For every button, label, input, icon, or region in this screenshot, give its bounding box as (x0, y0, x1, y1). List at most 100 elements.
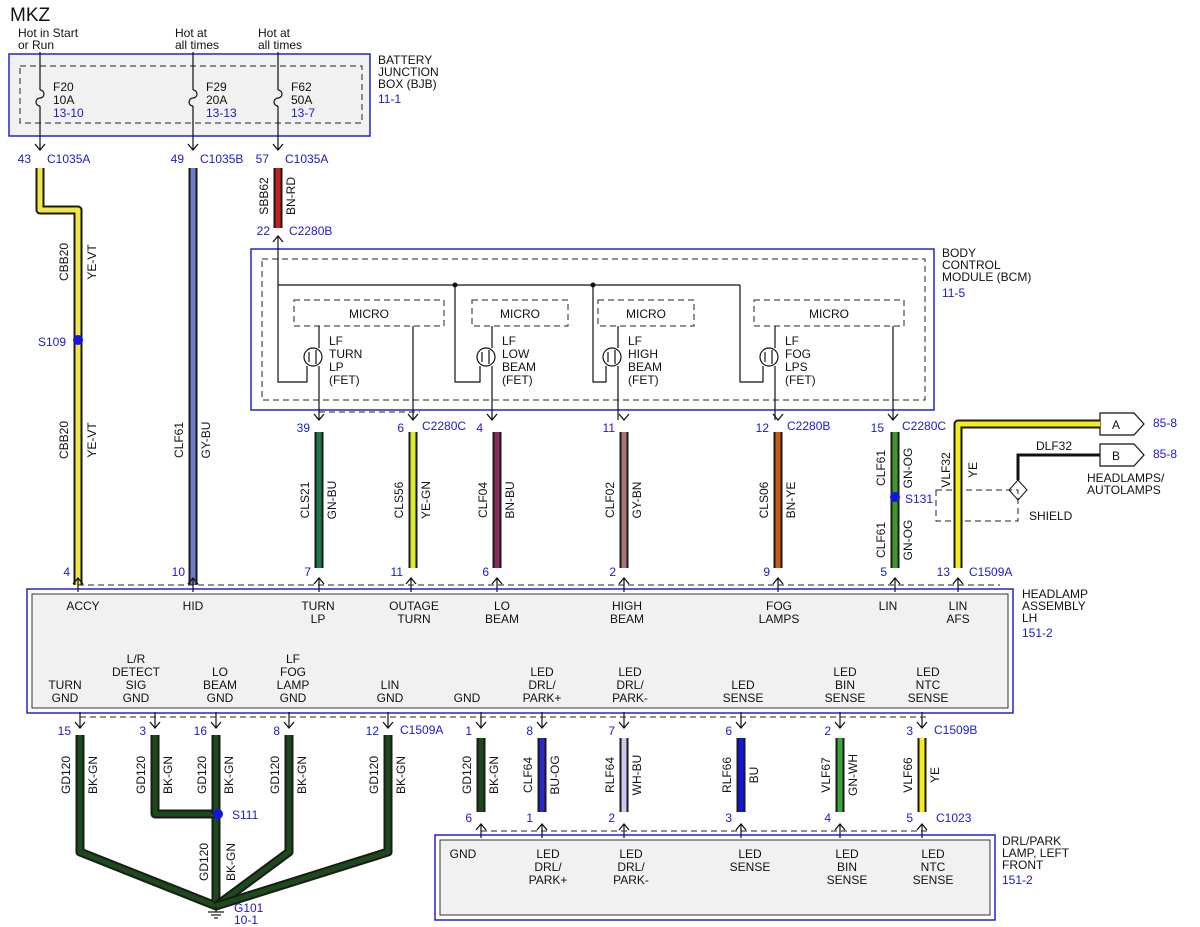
wire-color-label: YE-GN (419, 481, 433, 519)
fuse-ref: 13-7 (291, 106, 315, 120)
headlamp-pin-function: TURN (301, 599, 334, 613)
fet-transistor-icon (303, 347, 323, 367)
headlamp-pin-function: BEAM (610, 612, 644, 626)
fet-label: LF (628, 334, 642, 348)
fuse-icon (35, 89, 45, 107)
wire-dlf32 (1016, 453, 1100, 480)
drl-pin-function: SENSE (913, 873, 954, 887)
drl-pin-function: LED (738, 847, 762, 861)
wire-circuit-label: RLF66 (720, 757, 734, 793)
fet-supply-wire (592, 285, 607, 383)
drl-pin-function: DRL/ (617, 860, 645, 874)
headlamp-bottom-pin-number: 6 (725, 724, 732, 738)
bcm-name: MODULE (BCM) (942, 270, 1031, 284)
fuse-id: F29 (206, 80, 227, 94)
bcm-pin-connector: C2280C (902, 419, 946, 433)
headlamp-bottom-pin-number: 7 (608, 724, 615, 738)
fuse-id: F62 (291, 80, 312, 94)
fet-label: (FET) (329, 373, 360, 387)
headlamp-pin-function: SIG (126, 678, 147, 692)
drl-pin-function: NTC (921, 860, 946, 874)
connector-b-ref: 85-8 (1153, 447, 1177, 461)
headlamp-pin-function: SENSE (908, 691, 949, 705)
headlamp-pin-function: FOG (280, 665, 306, 679)
headlamp-name: HEADLAMP (1022, 587, 1088, 601)
micro-label: MICRO (349, 307, 389, 321)
drl-pin-function: BIN (837, 860, 857, 874)
wire-color-label: GN-OG (901, 520, 915, 561)
bcm-pin-arrow (618, 413, 630, 422)
headlamp-pin-function: OUTAGE (389, 599, 439, 613)
wire-circuit-label: GD120 (268, 756, 282, 794)
power-label-start-run: Hot in Start (18, 26, 79, 40)
bjb-name: BATTERY (378, 53, 432, 67)
micro-block (597, 299, 695, 327)
drl-park-lamp-inner (439, 839, 991, 916)
wire-color-label: BU-OG (548, 755, 562, 794)
drl-pin-number: 2 (608, 811, 615, 825)
headlamp-pin-function: LED (833, 665, 857, 679)
drl-pin-function: GND (450, 847, 477, 861)
wire-color-label: BN-RD (284, 177, 298, 215)
wire-circuit-label: CLF61 (172, 422, 186, 458)
drl-pin-function: LED (619, 847, 643, 861)
drl-pin-function: LED (536, 847, 560, 861)
headlamp-pin-function: TURN (48, 678, 81, 692)
headlamp-pin-function: LO (494, 599, 510, 613)
micro-label: MICRO (809, 307, 849, 321)
splice-label-s111: S111 (232, 808, 259, 822)
headlamp-name: ASSEMBLY (1022, 599, 1086, 613)
wire-color-label: BN-YE (784, 482, 798, 519)
bcm-box (250, 248, 935, 411)
bcm-pin-number: 6 (397, 421, 404, 435)
wire-color-label: BK-GN (161, 756, 175, 794)
bjb-pin-arrow (34, 143, 46, 152)
headlamp-pin-function: L/R (127, 652, 146, 666)
bcm-pin-number: 4 (476, 421, 483, 435)
wire-circuit-label: GD120 (197, 843, 211, 881)
wire-color-label: BK-GN (224, 843, 238, 881)
headlamp-bottom-pin-number: 8 (526, 724, 533, 738)
headlamp-pin-function: LED (731, 678, 755, 692)
fet-label: (FET) (628, 373, 659, 387)
bjb-name: BOX (BJB) (378, 77, 437, 91)
headlamp-bottom-pin-number: 16 (194, 724, 208, 738)
headlamp-bottom-pin-number: 15 (58, 724, 72, 738)
wire-color-label: GN-WH (846, 754, 860, 796)
headlamp-pin-function: GND (52, 691, 79, 705)
headlamp-bottom-pin-number: 1 (465, 724, 472, 738)
bjb-box (8, 53, 371, 137)
wire-color-label: BK-GN (86, 756, 100, 794)
connector-a-label: A (1112, 418, 1120, 432)
wire-circuit-label: CLF61 (874, 522, 888, 558)
bjb-pin-number: 49 (171, 152, 185, 166)
wire-circuit-label: VLF66 (901, 757, 915, 793)
headlamp-pin-function: LIN (949, 599, 968, 613)
wire-color-label: YE (966, 462, 980, 478)
wire-circuit-label: GD120 (134, 756, 148, 794)
headlamps-autolamps-label: HEADLAMPS/ (1087, 471, 1165, 485)
headlamp-pin-function: LO (212, 665, 228, 679)
wire-circuit-label: RLF64 (603, 757, 617, 793)
headlamp-pin-function: LIN (381, 678, 400, 692)
drl-name: LAMP, LEFT (1002, 846, 1070, 860)
micro-label: MICRO (626, 307, 666, 321)
shield-dashed (935, 489, 1019, 522)
splice-label-s109: S109 (38, 335, 66, 349)
wire-color-label: GY-BU (199, 422, 213, 459)
drl-pin-function: PARK- (613, 873, 649, 887)
headlamp-bottom-pin-number: 3 (906, 724, 913, 738)
headlamp-pin-function: TURN (397, 612, 430, 626)
power-label-all-times: Hot at (258, 26, 291, 40)
power-label-all-times: all times (258, 38, 302, 52)
bjb-inner-dashed (19, 65, 363, 124)
headlamp-pin-number: 13 (937, 565, 951, 579)
wire-circuit-label: CLF64 (521, 757, 535, 793)
wire-circuit-label: VLF32 (939, 452, 953, 488)
headlamp-pin-function: LIN (879, 599, 898, 613)
bjb-connector: C1035A (47, 152, 90, 166)
fet-label: LOW (502, 347, 530, 361)
wire-color-label: BK-GN (487, 756, 501, 794)
drl-pin-function: DRL/ (534, 860, 562, 874)
drl-pin-function: LED (835, 847, 859, 861)
